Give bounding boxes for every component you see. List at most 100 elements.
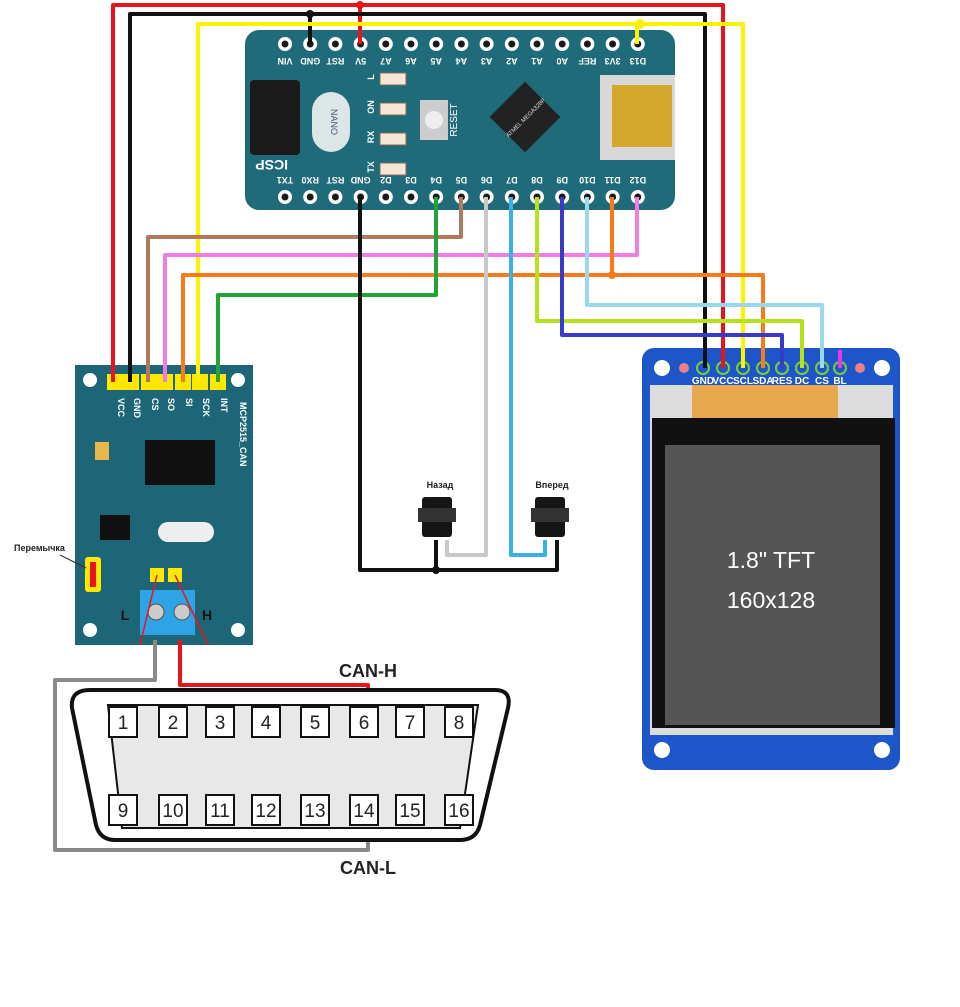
- obd-pin-15: [395, 794, 425, 826]
- tft-resolution-label: 160x128: [727, 587, 815, 613]
- tft-size-label: 1.8" TFT: [727, 547, 815, 573]
- obd-pin-16: [444, 794, 474, 826]
- wire-gnd-buttons-black: [358, 197, 559, 572]
- tft-pin-label: DC: [795, 376, 809, 387]
- pin-label: A7: [380, 56, 392, 66]
- wire-d4-green: [216, 197, 438, 382]
- obd-pin-3: [205, 706, 235, 738]
- pin-label: A0: [556, 56, 568, 66]
- tft-pin-label: SDA: [752, 376, 773, 387]
- pin-label: RST: [326, 175, 345, 185]
- board-name: NANO: [329, 109, 339, 135]
- obd-pin-number: 15: [399, 801, 420, 822]
- obd-pin-number: 10: [162, 801, 183, 822]
- wire-can-l-grey: [53, 640, 370, 852]
- tft-pin-label: GND: [692, 376, 714, 387]
- pin-label: RX0: [301, 175, 319, 185]
- mcp-pin-label: CS: [150, 398, 160, 411]
- pin-label: D9: [556, 175, 568, 185]
- can-l-label: CAN-L: [340, 858, 396, 878]
- obd-pin-5: [300, 706, 330, 738]
- pin-label: D7: [506, 175, 518, 185]
- can-h-label: CAN-H: [339, 661, 397, 681]
- pin-label: A4: [456, 56, 468, 66]
- pin-label: A1: [531, 56, 543, 66]
- junction-dot: [356, 1, 364, 9]
- pin-label: D3: [405, 175, 417, 185]
- terminal-h-label: H: [202, 607, 212, 623]
- junction-dot: [432, 566, 440, 574]
- pin-label: D6: [481, 175, 493, 185]
- obd-pin-number: 3: [215, 713, 226, 734]
- led-label: RX: [366, 131, 376, 144]
- wire-d7-skyblue: [509, 197, 547, 557]
- pin-label: A6: [405, 56, 417, 66]
- pin-label: D2: [380, 175, 392, 185]
- button-forward[interactable]: [531, 497, 569, 537]
- pin-label: REF: [578, 56, 597, 66]
- pin-label: D13: [630, 56, 647, 66]
- junction-dot: [635, 19, 645, 29]
- terminal-l-label: L: [121, 607, 130, 623]
- pin-label: A5: [430, 56, 442, 66]
- pin-label: D5: [456, 175, 468, 185]
- obd-pin-4: [251, 706, 281, 738]
- pin-label: GND: [300, 56, 321, 66]
- pin-label: GND: [350, 175, 371, 185]
- obd-pin-14: [349, 794, 379, 826]
- tft-pin-label: SCL: [733, 376, 753, 387]
- wire-d5-brown: [146, 197, 463, 382]
- pin-label: D12: [630, 175, 647, 185]
- pin-label: TX1: [277, 175, 294, 185]
- tft-pin-label: VCC: [712, 376, 733, 387]
- reset-label: RESET: [449, 103, 460, 136]
- obd-pin-6: [349, 706, 379, 738]
- mcp-pin-label: SI: [184, 398, 194, 407]
- obd-pin-number: 12: [255, 801, 276, 822]
- led-label: TX: [366, 161, 376, 173]
- pin-label: D11: [605, 175, 621, 185]
- obd-pin-7: [395, 706, 425, 738]
- obd-pin-1: [108, 706, 138, 738]
- junction-dot: [608, 271, 616, 279]
- button-back[interactable]: [418, 497, 456, 537]
- obd-pin-8: [444, 706, 474, 738]
- obd-pin-10: [158, 794, 188, 826]
- wire-d13-tft-yellow: [637, 22, 745, 368]
- pin-label: 3V3: [605, 56, 621, 66]
- obd-pin-11: [205, 794, 235, 826]
- pin-label: 5V: [355, 56, 366, 66]
- mcp-pin-label: GND: [132, 398, 142, 419]
- wire-d10-lightblue: [585, 197, 824, 368]
- tft-screen: [665, 445, 880, 725]
- mcp-pin-label: SO: [166, 398, 176, 411]
- pin-label: A3: [481, 56, 493, 66]
- obd-pin-number: 14: [353, 801, 375, 822]
- obd-pin-number: 4: [261, 713, 272, 734]
- button-forward-label: Вперед: [535, 480, 568, 490]
- wire-5v-tft-red: [360, 3, 725, 368]
- icsp-label: ICSP: [255, 157, 288, 173]
- pin-label: D10: [579, 175, 596, 185]
- wire-d11-orange: [181, 197, 614, 382]
- pin-label: D8: [531, 175, 543, 185]
- tft-pin-label: BL: [833, 376, 846, 387]
- led-label: ON: [366, 100, 376, 114]
- tft-pin-label: RES: [772, 376, 793, 387]
- led-on: [379, 102, 407, 116]
- obd-pin-12: [251, 794, 281, 826]
- obd-pin-number: 16: [448, 801, 469, 822]
- button-back-label: Назад: [427, 480, 454, 490]
- led-label: L: [366, 74, 376, 80]
- mcp-pin-label: SCK: [201, 398, 211, 418]
- obd-pin-9: [108, 794, 138, 826]
- mcp2515-title: MCP2515_CAN: [238, 402, 248, 467]
- wire-d6-grey: [445, 197, 488, 557]
- obd-pin-number: 5: [310, 713, 321, 734]
- obd-pin-number: 1: [118, 713, 129, 734]
- wire-d12-pink: [163, 197, 639, 382]
- mcp-pin-label: INT: [219, 398, 229, 413]
